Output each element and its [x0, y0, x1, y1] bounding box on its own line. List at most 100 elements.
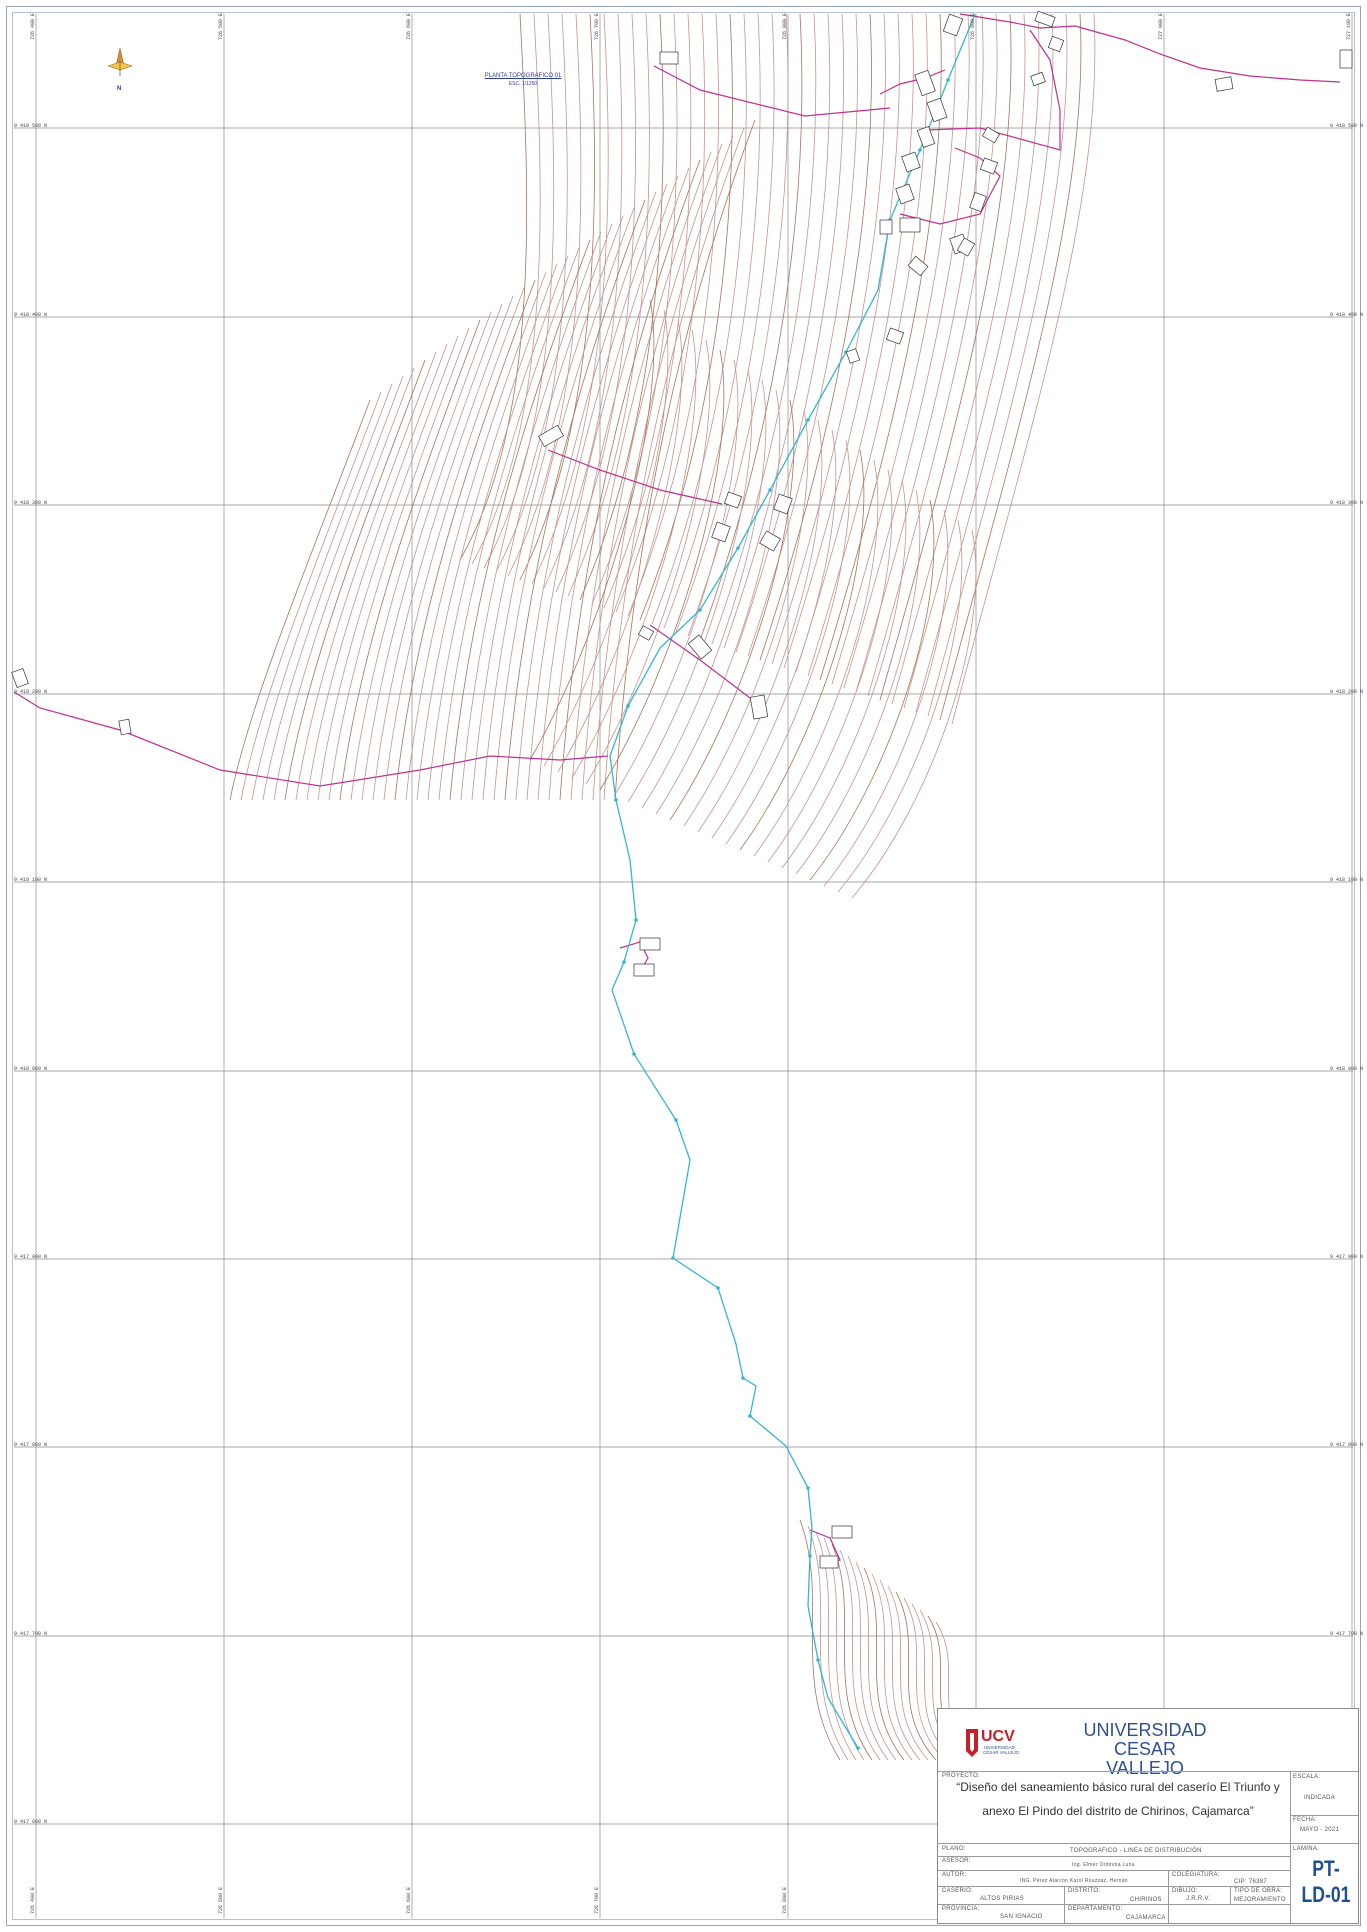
easting-label: 726 800 E — [782, 13, 788, 40]
caserio-label: CASERIO: — [942, 1888, 974, 1894]
northing-label: 9 418 400 N — [1330, 312, 1363, 318]
house-connection-lines — [13, 13, 1341, 1567]
house-lot — [879, 219, 893, 235]
house-lot — [1339, 49, 1353, 69]
contour-line — [903, 13, 1040, 709]
house-lot — [901, 151, 921, 173]
project-title: “Diseño del saneamiento básico rural del… — [944, 1775, 1292, 1823]
contour-line — [655, 389, 781, 815]
logo-sub1: UNIVERSIDAD — [984, 1745, 1016, 1750]
house-lot — [633, 963, 655, 977]
contour-line — [879, 13, 1012, 701]
easting-label: 726 400 E — [30, 13, 36, 40]
house-lot — [942, 13, 964, 37]
autor-value: ING. Pérez Alarcón Karol Rouzzaz, Hernán — [1020, 1878, 1128, 1884]
colegiatura-value: CIP: 76387 — [1234, 1879, 1268, 1885]
university-line2: VALLEJO — [1106, 1758, 1184, 1778]
university-line1: UNIVERSIDAD CESAR — [1083, 1720, 1207, 1759]
contour-line — [548, 167, 690, 801]
easting-label: 726 900 E — [970, 13, 976, 40]
contour-line — [273, 367, 415, 801]
pipe-node — [768, 488, 772, 492]
contour-line — [603, 13, 692, 609]
contour-lines — [229, 13, 1096, 1761]
logo-text: UCV — [981, 1728, 1015, 1745]
inner-frame — [12, 12, 1355, 1920]
contour-line — [531, 13, 609, 585]
contour-line — [537, 175, 679, 801]
contour-line — [471, 13, 541, 565]
contour-line — [783, 13, 900, 669]
easting-label: 726 700 E — [594, 1887, 600, 1914]
fecha-value: MAYO - 2021 — [1300, 1827, 1340, 1833]
contour-line — [843, 13, 970, 689]
contour-line — [240, 391, 382, 801]
contour-line — [570, 151, 712, 801]
departamento-value: CAJAMARCA — [1126, 1915, 1166, 1921]
house-lot — [659, 51, 679, 65]
university-name: UNIVERSIDAD CESAR VALLEJO — [1050, 1721, 1240, 1778]
pipe-node — [736, 546, 740, 550]
pipe-node — [816, 1658, 820, 1662]
easting-label: 726 500 E — [218, 13, 224, 40]
pipe-node — [716, 1286, 720, 1290]
contour-line — [295, 351, 437, 801]
contour-line — [831, 13, 956, 685]
contour-line — [771, 13, 886, 665]
pipe-node — [674, 1118, 678, 1122]
contour-line — [725, 439, 851, 845]
logo-sub2: CÉSAR VALLEJO — [983, 1749, 1020, 1755]
pipe-node — [741, 1376, 745, 1380]
distrito-label: DISTRITO: — [1068, 1888, 1101, 1894]
easting-label: 727 000 E — [1158, 13, 1164, 40]
northing-label: 9 418 300 N — [1330, 500, 1363, 506]
house-lot — [1214, 76, 1234, 92]
contour-line — [613, 359, 739, 797]
proyecto-label: PROYECTO: — [942, 1773, 980, 1779]
contour-line — [807, 1525, 849, 1761]
pipe-node — [632, 1052, 636, 1056]
house-lot — [969, 191, 987, 213]
northing-label: 9 417 800 N — [1330, 1442, 1363, 1448]
distribution-line — [609, 13, 976, 1749]
northing-label: 9 418 100 N — [14, 877, 47, 883]
house-lot — [637, 625, 655, 641]
easting-label: 726 400 E — [30, 1887, 36, 1914]
contour-line — [839, 1549, 881, 1761]
northing-label: 9 418 400 N — [14, 312, 47, 318]
contour-line — [614, 119, 756, 801]
contour-line — [591, 13, 678, 605]
asesor-value: Ing. Elmer Ordinola Luna — [1072, 1862, 1135, 1868]
house-lot — [749, 694, 769, 720]
contour-line — [675, 13, 775, 633]
northing-label: 9 418 300 N — [14, 500, 47, 506]
pipe-node — [806, 1486, 810, 1490]
contour-line — [767, 469, 893, 863]
house-lot — [537, 424, 565, 448]
asesor-label: ASESOR: — [942, 1858, 971, 1864]
contour-line — [350, 311, 492, 801]
house-lot — [639, 937, 661, 951]
contour-line — [781, 479, 907, 869]
northing-label: 9 417 600 N — [14, 1819, 47, 1825]
contour-line — [927, 13, 1068, 717]
outer-frame — [6, 6, 1361, 1926]
contour-line — [438, 247, 580, 801]
contour-line — [699, 13, 803, 641]
house-lot — [916, 126, 936, 148]
plan-title-line2: ESC. 1/1250 — [508, 81, 538, 87]
contour-line — [427, 255, 569, 801]
house-lot — [1030, 71, 1046, 87]
title-block: UCV UNIVERSIDAD CÉSAR VALLEJO UNIVERSIDA… — [937, 1708, 1359, 1924]
contour-line — [799, 1519, 841, 1761]
contour-line — [915, 13, 1054, 713]
contour-line — [651, 13, 747, 625]
contour-line — [847, 1555, 889, 1761]
northing-label: 9 417 800 N — [14, 1442, 47, 1448]
plano-value: TOPOGRAFICO - LINEA DE DISTRIBUCIÓN — [1070, 1848, 1202, 1854]
easting-label: 726 800 E — [782, 1887, 788, 1914]
contour-line — [579, 13, 664, 601]
easting-label: 726 700 E — [594, 13, 600, 40]
house-lot — [773, 493, 793, 515]
contour-line — [747, 13, 858, 657]
